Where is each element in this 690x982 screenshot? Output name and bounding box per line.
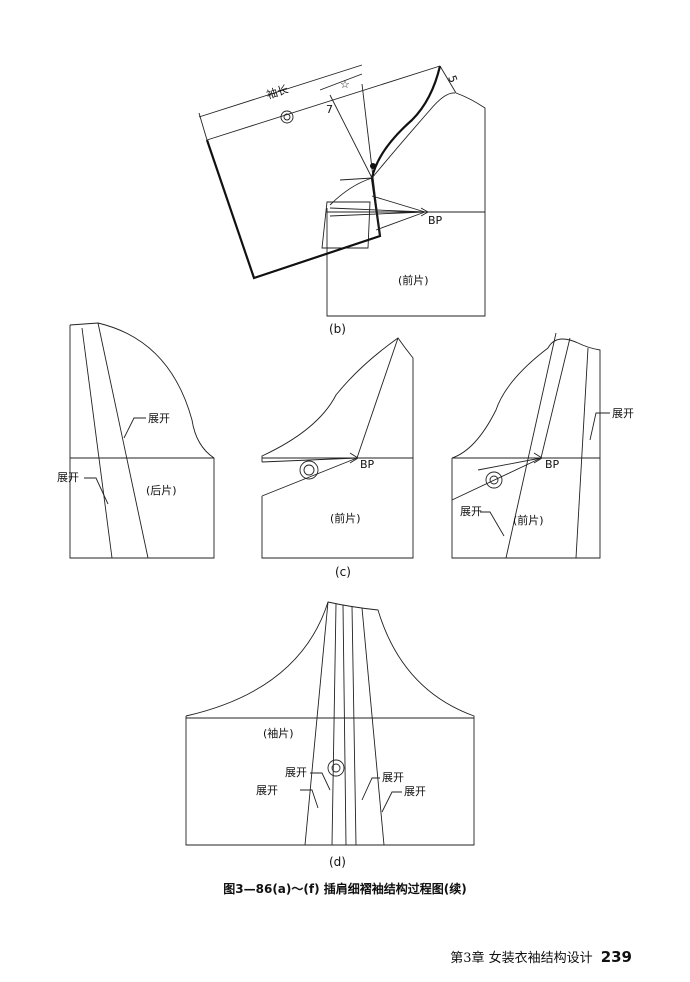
panel-c-right-leader-lower <box>480 511 505 537</box>
panel-b-star-dim <box>319 73 363 91</box>
panel-b-dart-rect <box>321 201 371 249</box>
panel-d-sleeve-piece-label: (袖片) <box>263 726 294 740</box>
panel-b-bp-mark <box>420 207 429 217</box>
panel-c-left-expand-lower: 展开 <box>57 471 79 484</box>
panel-d-leader-3 <box>361 777 380 801</box>
panel-c-right-front-piece-label: (前片) <box>513 513 544 527</box>
panel-c-back-piece-label: (后片) <box>146 484 177 497</box>
panel-c-back-outline <box>69 322 215 559</box>
chapter-title: 第3章 女装衣袖结构设计 <box>450 951 593 966</box>
panel-d-expand-4: 展开 <box>404 785 426 798</box>
panel-b-sub-label: (b) <box>329 322 346 336</box>
panel-c-sub-label: (c) <box>335 565 351 579</box>
panel-b-notch-dot <box>370 163 376 169</box>
page-footer: 第3章 女装衣袖结构设计 239 <box>450 947 632 966</box>
panel-b-star-label: ☆ <box>340 78 350 91</box>
panel-d-diagram: (袖片) 展开 展开 展开 展开 (d) <box>185 601 475 869</box>
panel-c-diagram: 展开 展开 (后片) BP (前片) BP 展开 展开 (前片) (c) <box>57 322 634 579</box>
panel-b-diagram: 袖长 ☆ 7 5 BP (前片) (b) <box>198 64 486 336</box>
panel-b-five-label: 5 <box>445 74 460 85</box>
panel-d-sub-label: (d) <box>329 855 346 869</box>
figure-caption: 图3—86(a)～(f) 插肩细褶袖结构过程图(续) <box>223 882 467 896</box>
panel-c-mid-front-piece-label: (前片) <box>330 511 361 525</box>
panel-c-mid-bp-label: BP <box>360 458 375 471</box>
panel-c-right-expand-lower: 展开 <box>460 505 482 518</box>
panel-d-leader-4 <box>381 791 402 813</box>
panel-d-expand-1: 展开 <box>285 766 307 779</box>
panel-c-right-bp-label: BP <box>545 458 560 471</box>
panel-d-leader-2 <box>310 772 331 791</box>
panel-c-mid-grain-mark <box>299 460 319 480</box>
panel-d-leader-1 <box>300 789 319 809</box>
panel-c-mid-outline <box>261 337 414 559</box>
panel-b-bodice-outline <box>326 92 486 317</box>
panel-c-back-leader-upper <box>123 417 146 439</box>
panel-d-sleeve-outline <box>185 601 475 846</box>
panel-b-bp-label: BP <box>428 214 443 227</box>
panel-b-sleeve-length-dim <box>198 64 363 118</box>
panel-b-seven-label: 7 <box>326 103 333 116</box>
panel-d-expand-3: 展开 <box>382 771 404 784</box>
panel-c-right-leader-upper <box>589 412 610 441</box>
page-number: 239 <box>600 948 632 966</box>
panel-c-right-outline <box>451 338 601 559</box>
panel-c-right-grain-mark <box>485 471 503 489</box>
panel-b-shoulder-top <box>439 65 457 94</box>
panel-d-expand-2: 展开 <box>256 784 278 797</box>
panel-c-left-expand-upper: 展开 <box>148 412 170 425</box>
panel-b-front-piece-label: (前片) <box>398 273 429 287</box>
panel-b-sleeve-length-label: 袖长 <box>265 82 290 102</box>
panel-b-grain-mark <box>280 110 294 124</box>
panel-b-sleeve-outline <box>205 65 442 280</box>
panel-c-right-expand-upper: 展开 <box>612 407 634 420</box>
panel-c-back-leader-lower <box>84 477 109 505</box>
panel-d-grain-mark <box>327 759 345 777</box>
